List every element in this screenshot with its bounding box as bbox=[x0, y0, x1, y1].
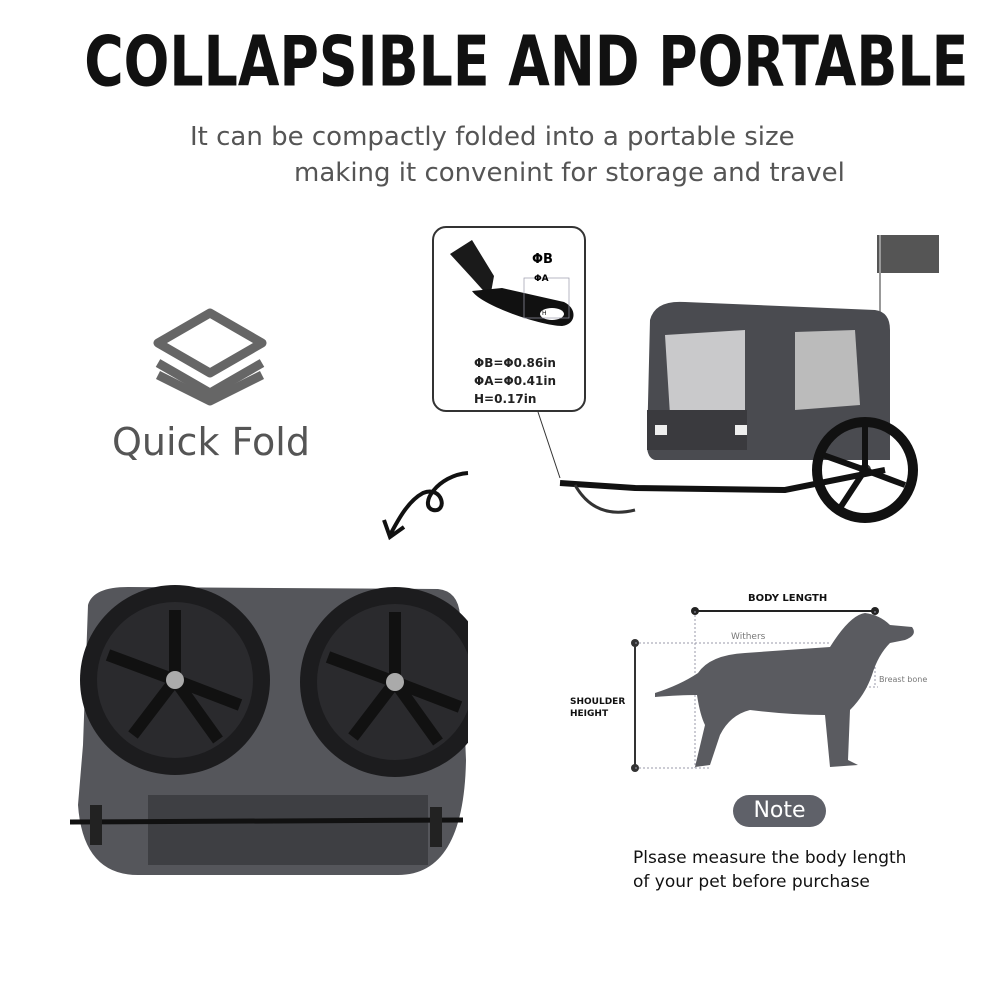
note-badge: Note bbox=[733, 795, 826, 827]
layers-icon bbox=[153, 308, 267, 406]
spec-a: ΦA=Φ0.41in bbox=[474, 374, 557, 388]
height-label: HEIGHT bbox=[570, 709, 609, 719]
breast-bone-label: Breast bone bbox=[879, 675, 928, 684]
spec-b: ΦB=Φ0.86in bbox=[474, 356, 556, 370]
dog-trailer-image bbox=[559, 235, 939, 523]
subtitle-line-2: making it convenint for storage and trav… bbox=[294, 158, 845, 188]
note-line-1: Plsase measure the body length bbox=[633, 848, 907, 868]
label-phi-a: ΦA bbox=[534, 274, 549, 284]
dog-measurement-diagram bbox=[631, 607, 914, 772]
shoulder-height-label: SHOULDER HEIGHT bbox=[570, 696, 625, 720]
folded-trailer-image bbox=[69, 585, 468, 875]
label-h: H bbox=[542, 310, 547, 317]
label-phi-b: ΦB bbox=[532, 252, 553, 267]
title-container: COLLAPSIBLE AND PORTABLE bbox=[0, 22, 1000, 103]
page-title: COLLAPSIBLE AND PORTABLE bbox=[84, 23, 969, 103]
feature-label: Quick Fold bbox=[112, 420, 310, 464]
hitch-callout: ΦB ΦA H ΦB=Φ0.86in ΦA=Φ0.41in H=0.17in bbox=[432, 226, 586, 412]
note-line-2: of your pet before purchase bbox=[633, 872, 870, 892]
shoulder-label: SHOULDER bbox=[570, 697, 626, 707]
spec-h: H=0.17in bbox=[474, 392, 537, 406]
subtitle-line-1: It can be compactly folded into a portab… bbox=[190, 122, 795, 152]
curved-arrow-icon bbox=[382, 471, 469, 541]
hitch-adapter-image bbox=[450, 240, 574, 326]
withers-label: Withers bbox=[731, 632, 766, 642]
callout-pointer bbox=[537, 412, 561, 479]
body-length-label: BODY LENGTH bbox=[748, 593, 828, 604]
